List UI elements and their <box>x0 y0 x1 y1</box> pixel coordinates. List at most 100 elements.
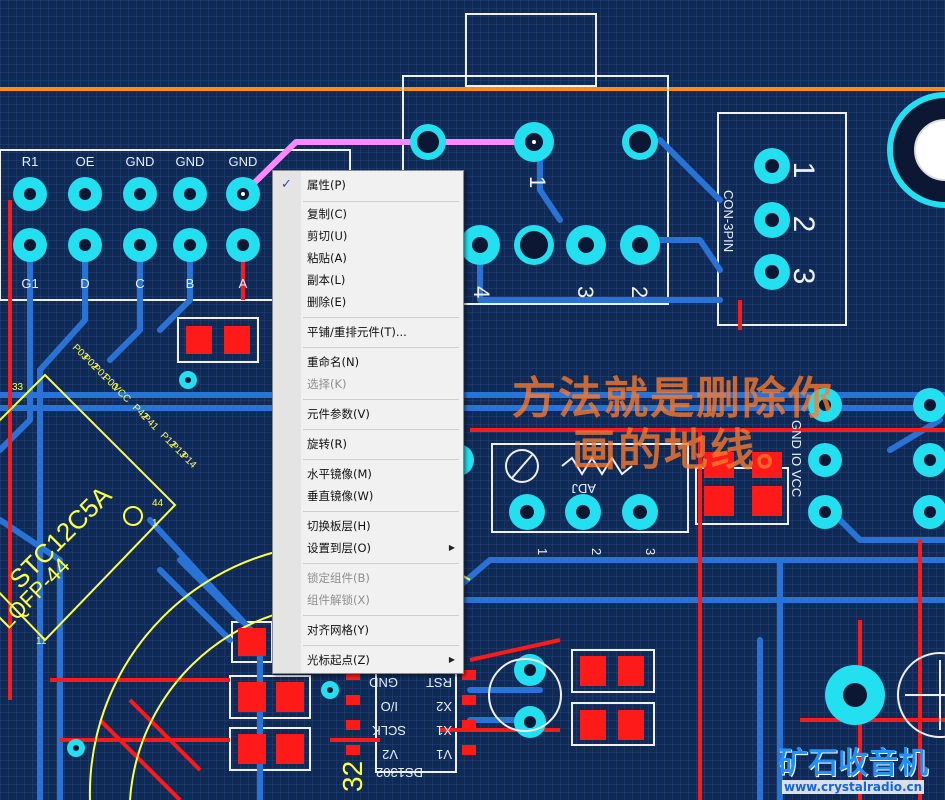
menu-item-label: 副本(L) <box>307 273 346 287</box>
menu-item-rotate[interactable]: 旋转(R) <box>273 433 463 455</box>
menu-item-label: 旋转(R) <box>307 437 347 451</box>
menu-item-label: 切换板层(H) <box>307 519 371 533</box>
menu-item-label: 复制(C) <box>307 207 348 221</box>
menu-item-label: 组件解锁(X) <box>307 593 370 607</box>
menu-item-label: 锁定组件(B) <box>307 571 370 585</box>
submenu-arrow-icon: ▶ <box>448 655 455 664</box>
svg-text:V1: V1 <box>436 747 452 762</box>
switch-pin-numbers: 1 4 3 2 <box>469 176 652 298</box>
pot-labels: ADJ 1 2 3 <box>535 481 658 555</box>
menu-item-mirror-horizontal[interactable]: 水平镜像(M) <box>273 463 463 485</box>
menu-item-cursor-origin[interactable]: 光标起点(Z) ▶ <box>273 649 463 671</box>
menu-separator <box>303 347 459 348</box>
menu-item-duplicate[interactable]: 副本(L) <box>273 269 463 291</box>
menu-item-label: 粘贴(A) <box>307 251 347 265</box>
through-hole-pads <box>13 122 945 757</box>
submenu-arrow-icon: ▶ <box>448 543 455 552</box>
menu-item-label: 属性(P) <box>307 178 346 192</box>
svg-text:3: 3 <box>643 548 658 555</box>
menu-item-component-params[interactable]: 元件参数(V) <box>273 403 463 425</box>
svg-text:11: 11 <box>36 636 47 647</box>
menu-item-lock-component: 锁定组件(B) <box>273 567 463 589</box>
svg-text:A: A <box>239 276 248 291</box>
connector-pin-numbers: 1 2 3 <box>787 162 820 285</box>
menu-item-switch-layer[interactable]: 切换板层(H) <box>273 515 463 537</box>
menu-item-unlock-component: 组件解锁(X) <box>273 589 463 611</box>
menu-item-label: 设置到层(O) <box>307 541 372 555</box>
selected-ground-trace[interactable] <box>240 139 534 197</box>
svg-text:C: C <box>135 276 144 291</box>
svg-text:2: 2 <box>589 548 604 555</box>
menu-item-mirror-vertical[interactable]: 垂直镜像(W) <box>273 485 463 507</box>
menu-item-set-to-layer[interactable]: 设置到层(O) ▶ <box>273 537 463 559</box>
svg-text:ADJ: ADJ <box>571 481 596 496</box>
potentiometer <box>505 449 633 483</box>
svg-text:4: 4 <box>469 286 494 298</box>
svg-text:2: 2 <box>787 216 820 233</box>
svg-text:R1: R1 <box>22 154 39 169</box>
menu-separator <box>303 563 459 564</box>
svg-text:GND: GND <box>229 154 258 169</box>
menu-item-label: 垂直镜像(W) <box>307 489 374 503</box>
svg-text:DS1302: DS1302 <box>376 765 423 780</box>
red-traces <box>8 200 945 800</box>
svg-text:GND: GND <box>176 154 205 169</box>
svg-text:RST: RST <box>426 675 452 690</box>
menu-separator <box>303 459 459 460</box>
svg-text:I/O: I/O <box>381 699 398 714</box>
svg-text:2: 2 <box>627 286 652 298</box>
svg-text:1: 1 <box>787 162 820 179</box>
rtc-chip: DS1302 GND I/O SCLK V2 X2 X1 V1 RST <box>369 675 452 780</box>
menu-item-label: 光标起点(Z) <box>307 653 370 667</box>
menu-separator <box>303 399 459 400</box>
annotation-line-2: 画的地线。 <box>572 425 802 476</box>
svg-text:3: 3 <box>787 268 820 285</box>
menu-item-label: 元件参数(V) <box>307 407 370 421</box>
menu-item-label: 水平镜像(M) <box>307 467 372 481</box>
svg-text:1: 1 <box>535 548 550 555</box>
svg-text:V2: V2 <box>382 747 398 762</box>
menu-separator <box>303 429 459 430</box>
menu-item-label: 选择(K) <box>307 377 347 391</box>
menu-item-properties[interactable]: ✓ 属性(P) <box>273 174 463 196</box>
svg-text:1: 1 <box>152 518 158 529</box>
svg-text:D: D <box>80 276 89 291</box>
menu-item-label: 剪切(U) <box>307 229 348 243</box>
menu-item-rename[interactable]: 重命名(N) <box>273 351 463 373</box>
watermark-url: www.crystalradio.cn <box>782 780 925 794</box>
menu-item-snap-to-grid[interactable]: 对齐网格(Y) <box>273 619 463 641</box>
svg-text:3: 3 <box>573 286 598 298</box>
menu-item-label: 重命名(N) <box>307 355 360 369</box>
svg-text:X2: X2 <box>436 699 452 714</box>
menu-separator <box>303 201 459 202</box>
menu-item-cut[interactable]: 剪切(U) <box>273 225 463 247</box>
watermark-title: 矿石收音机 <box>778 746 928 781</box>
mounting-holes <box>488 92 945 738</box>
menu-separator <box>303 615 459 616</box>
menu-item-tile-arrange[interactable]: 平铺/重排元件(T)... <box>273 321 463 343</box>
menu-item-copy[interactable]: 复制(C) <box>273 203 463 225</box>
connector-label: CON-3PIN <box>721 190 736 252</box>
menu-separator <box>303 317 459 318</box>
svg-text:GND: GND <box>369 675 398 690</box>
annotation-line-1: 方法就是删除你 <box>512 373 834 424</box>
menu-icon-gutter <box>273 171 301 673</box>
menu-separator <box>303 645 459 646</box>
smd-pads <box>186 326 782 764</box>
header-labels: R1 OE GND GND GND G1 D C B A <box>21 154 257 291</box>
menu-item-delete[interactable]: 删除(E) <box>273 291 463 313</box>
side-number: 32 <box>337 761 368 792</box>
svg-text:44: 44 <box>152 498 164 509</box>
svg-text:GND: GND <box>126 154 155 169</box>
checkmark-icon: ✓ <box>281 177 292 192</box>
menu-item-paste[interactable]: 粘贴(A) <box>273 247 463 269</box>
menu-item-label: 平铺/重排元件(T)... <box>307 325 407 339</box>
menu-separator <box>303 511 459 512</box>
context-menu: ✓ 属性(P) 复制(C) 剪切(U) 粘贴(A) 副本(L) 删除(E) 平铺… <box>272 170 464 674</box>
svg-text:OE: OE <box>76 154 95 169</box>
side-connector-label: GND IO VCC <box>789 420 804 497</box>
menu-item-label: 对齐网格(Y) <box>307 623 369 637</box>
svg-text:1: 1 <box>525 176 550 188</box>
svg-text:X1: X1 <box>436 723 452 738</box>
